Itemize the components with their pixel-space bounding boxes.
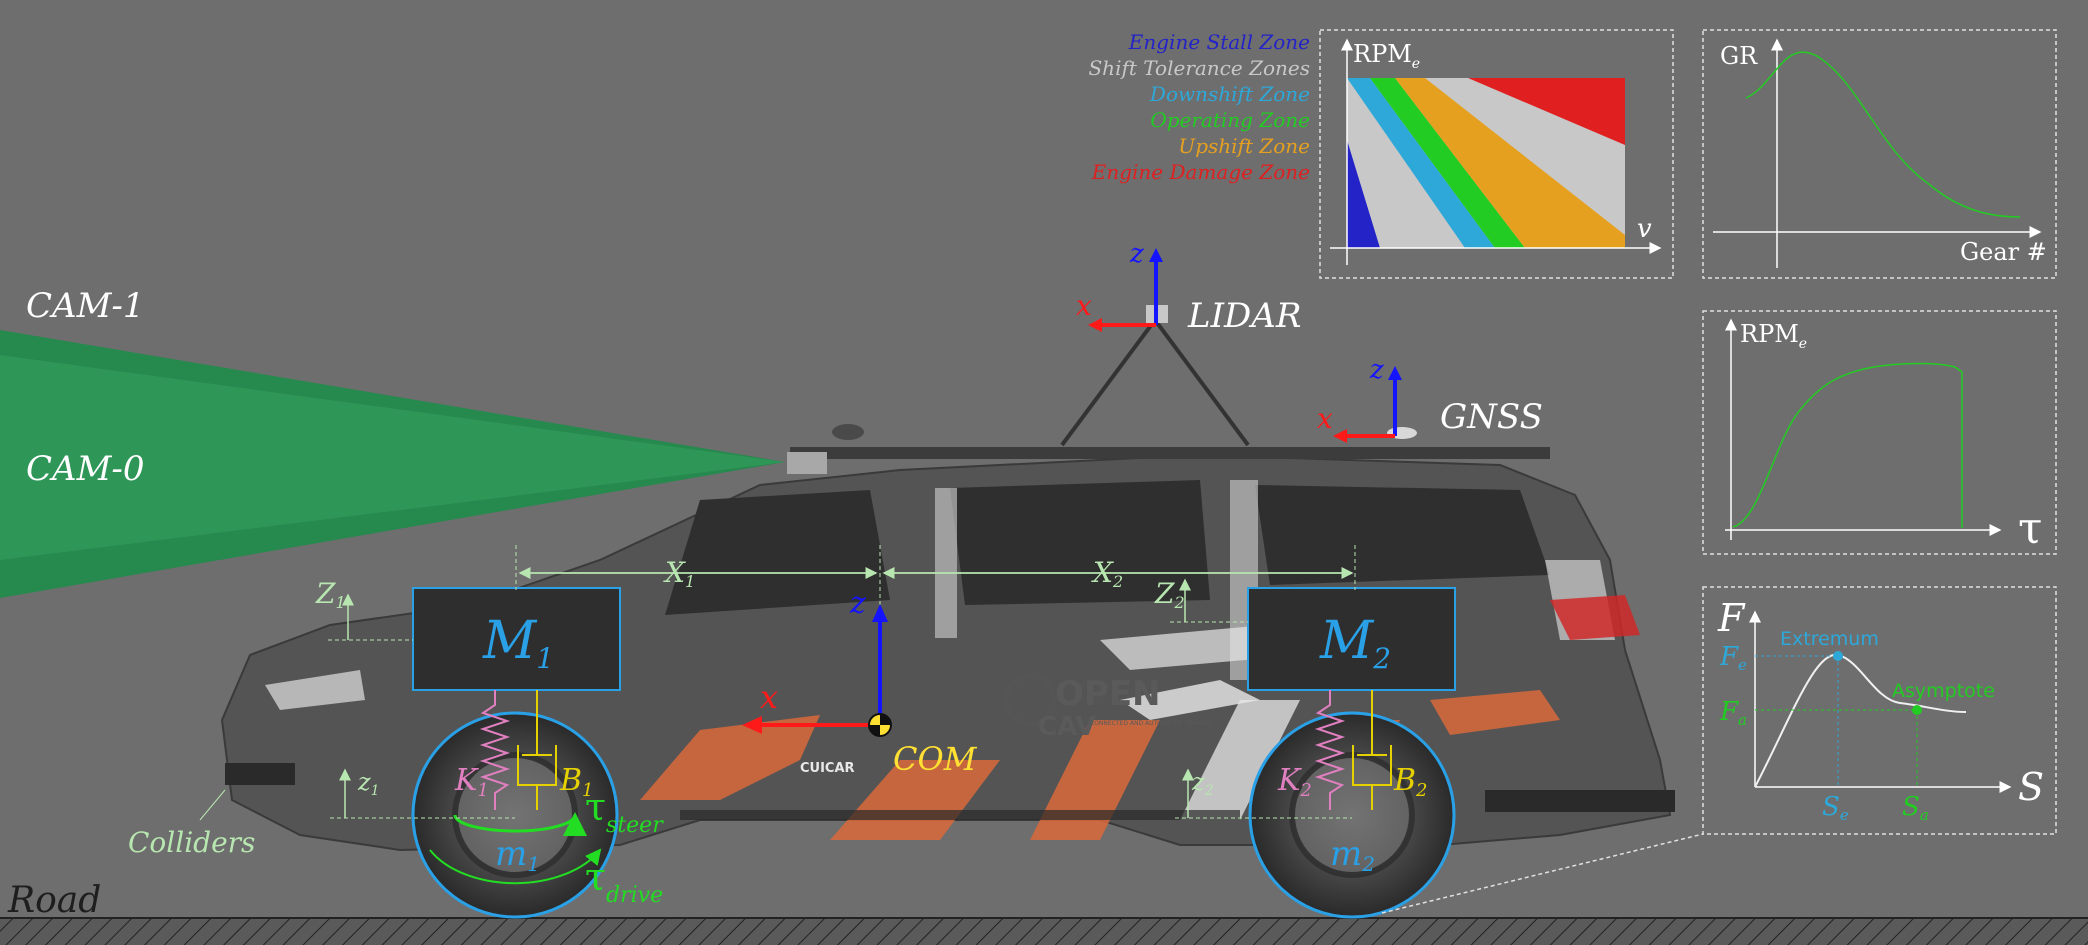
steer-torque-arrow — [453, 812, 587, 837]
x2-label: X2 — [1091, 556, 1123, 591]
shift-xlabel: v — [1637, 214, 1652, 244]
legend-item: Operating Zone — [1150, 108, 1310, 132]
b2-label: B2 — [1393, 763, 1428, 801]
z1-small-label: z1 — [357, 768, 380, 799]
sprung-mass-front — [412, 587, 621, 691]
front-collider — [225, 763, 295, 785]
gnss-label: GNSS — [1440, 397, 1543, 437]
z2-small-label: z2 — [1191, 768, 1214, 799]
camera-sensor — [787, 452, 827, 474]
roof-rack — [790, 447, 1550, 459]
torque-curve-chart: RPMe τ — [1702, 310, 2057, 555]
torque-xlabel: τ — [2018, 503, 2042, 554]
x1-label: X1 — [663, 556, 695, 591]
downshift-region — [1347, 78, 1495, 248]
k1-label: K1 — [454, 763, 489, 801]
rear-wheel — [1248, 711, 1456, 919]
road-surface — [0, 918, 2088, 945]
k2-label: K2 — [1277, 763, 1312, 801]
cam1-label: CAM-1 — [26, 286, 145, 326]
torque-curve — [1732, 362, 1963, 528]
engine-damage-region — [1468, 78, 1625, 145]
tire-curve — [1754, 653, 1967, 788]
engine-stall-region — [1347, 140, 1380, 248]
m1-label: m1 — [495, 834, 540, 876]
cav-logo: CAV — [1038, 712, 1096, 742]
tau-drive-label: τdrive — [585, 855, 663, 908]
lidar-mast-right — [1153, 318, 1250, 447]
colliders-pointer — [199, 789, 226, 821]
legend-item: Downshift Zone — [1149, 82, 1310, 106]
tau-steer-label: τsteer — [585, 785, 664, 838]
rear-collider — [1485, 790, 1675, 812]
sa-label: Sa — [1902, 792, 1929, 824]
legend-item: Upshift Zone — [1178, 134, 1310, 158]
lidar-label: LIDAR — [1187, 296, 1301, 336]
headlight — [265, 670, 365, 710]
gear-ylabel: GR — [1720, 42, 1758, 70]
cuicar-logo: CUICAR — [800, 761, 855, 776]
cam0-fov — [0, 330, 785, 598]
tire-ylabel: F — [1717, 596, 1746, 640]
damper-rear — [1352, 690, 1392, 810]
tire-friction-chart: F S Fe Fa Se Sa Extremum Asymptote — [1702, 586, 2057, 835]
damper-front — [517, 690, 557, 810]
asymptote-point — [1912, 705, 1922, 715]
shift-ylabel: RPMe — [1353, 40, 1420, 72]
colliders-label: Colliders — [128, 826, 255, 859]
torque-ylabel: RPMe — [1740, 320, 1807, 352]
m2-label: m2 — [1330, 834, 1375, 876]
lidar-mast-left — [1060, 318, 1157, 447]
extremum-label: Extremum — [1780, 628, 1879, 650]
taillight — [1550, 595, 1640, 640]
mass2-label: M2 — [1319, 611, 1391, 675]
asymptote-label: Asymptote — [1892, 680, 1995, 702]
legend-item: Shift Tolerance Zones — [1088, 56, 1310, 80]
legend-item: Engine Stall Zone — [1128, 30, 1310, 54]
z1-label: Z1 — [315, 577, 346, 612]
com-x-label: x — [760, 678, 778, 716]
shift-schedule-chart: RPMe v — [1319, 29, 1674, 279]
legend-item: Engine Damage Zone — [1091, 160, 1310, 184]
sprung-mass-rear — [1247, 587, 1456, 691]
cav-subtitle: CONNECTED AND AUTOMATED VEHICLE — [1090, 720, 1210, 727]
com-label: COM — [893, 740, 978, 778]
b1-label: B1 — [559, 763, 594, 801]
drive-torque-arrow — [429, 848, 602, 885]
se-label: Se — [1822, 792, 1849, 824]
spring-rear — [1314, 690, 1346, 810]
gnss-z-label: z — [1369, 355, 1384, 385]
z2-label: Z2 — [1154, 577, 1185, 612]
rear-window — [1255, 485, 1550, 585]
mass1-label: M1 — [482, 611, 554, 675]
cam1-fov — [0, 355, 785, 560]
gear-xlabel: Gear # — [1960, 238, 2047, 266]
extremum-point — [1833, 651, 1843, 661]
com-z-label: z — [849, 586, 866, 621]
road-label: Road — [7, 880, 101, 921]
upshift-region — [1395, 78, 1625, 248]
gear-ratio-curve — [1745, 51, 2021, 218]
lidar-x-label: x — [1076, 289, 1092, 322]
lidar-z-label: z — [1129, 239, 1144, 269]
fe-label: Fe — [1719, 642, 1747, 674]
operating-region — [1370, 78, 1525, 248]
spring-front — [479, 690, 511, 810]
open-logo: OPEN — [1055, 674, 1161, 714]
gnss-x-label: x — [1317, 402, 1333, 435]
front-window — [665, 490, 890, 615]
fa-label: Fa — [1719, 697, 1747, 729]
gear-ratio-chart: GR Gear # — [1702, 29, 2057, 279]
cam0-label: CAM-0 — [26, 449, 145, 489]
tire-xlabel: S — [2018, 765, 2044, 809]
tire-chart-leader — [1381, 833, 1704, 914]
com-marker — [868, 713, 892, 737]
